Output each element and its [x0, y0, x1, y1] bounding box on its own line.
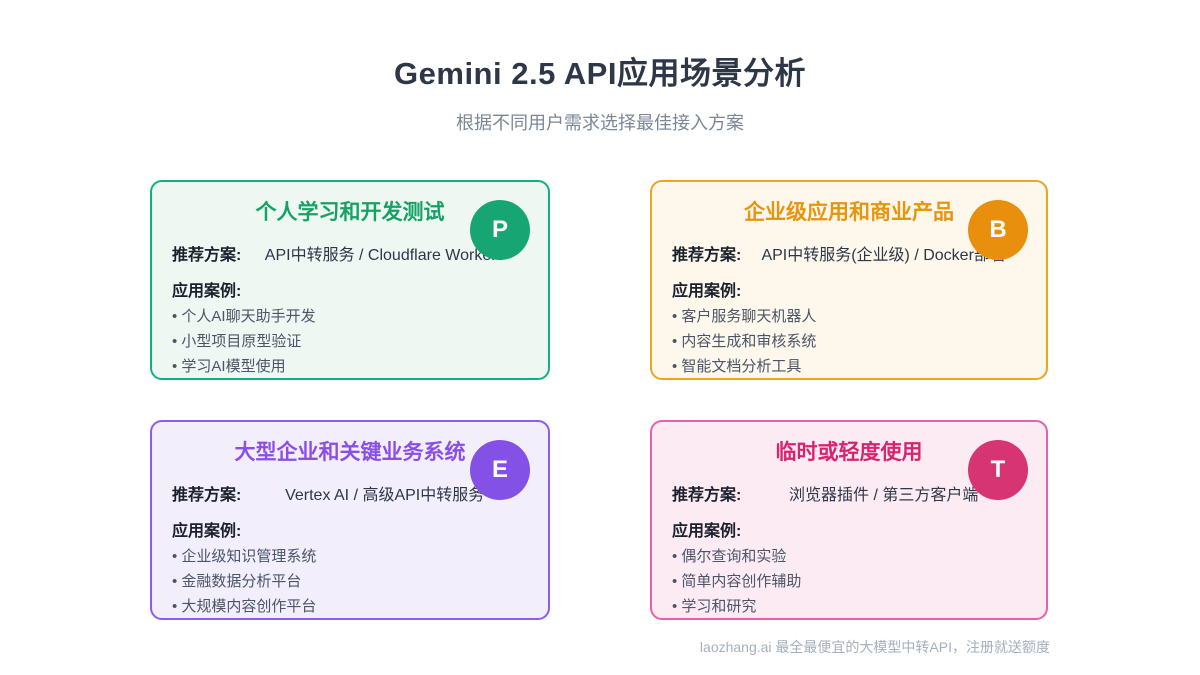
case-list: 客户服务聊天机器人 内容生成和审核系统 智能文档分析工具: [672, 306, 1026, 378]
case-item: 学习和研究: [672, 596, 1026, 618]
plan-label: 推荐方案:: [672, 247, 742, 264]
card-title: 个人学习和开发测试: [255, 201, 445, 224]
card-large-enterprise: 大型企业和关键业务系统 E 推荐方案: Vertex AI / 高级API中转服…: [150, 420, 550, 620]
page-header: Gemini 2.5 API应用场景分析 根据不同用户需求选择最佳接入方案: [0, 48, 1200, 135]
case-item: 小型项目原型验证: [172, 331, 528, 353]
plan-value: Vertex AI / 高级API中转服务: [285, 487, 485, 504]
plan-row: 推荐方案: Vertex AI / 高级API中转服务: [172, 485, 528, 507]
case-item: 企业级知识管理系统: [172, 546, 528, 568]
card-enterprise-product: 企业级应用和商业产品 B 推荐方案: API中转服务(企业级) / Docker…: [650, 180, 1048, 380]
case-item: 学习AI模型使用: [172, 356, 528, 378]
case-item: 智能文档分析工具: [672, 356, 1026, 378]
case-item: 偶尔查询和实验: [672, 546, 1026, 568]
page-subtitle: 根据不同用户需求选择最佳接入方案: [456, 113, 744, 133]
case-item: 内容生成和审核系统: [672, 331, 1026, 353]
cases-label: 应用案例:: [172, 523, 242, 540]
card-title: 临时或轻度使用: [775, 441, 923, 464]
cases-label: 应用案例:: [672, 523, 742, 540]
case-item: 金融数据分析平台: [172, 571, 528, 593]
badge-e: E: [470, 440, 530, 500]
plan-value: API中转服务 / Cloudflare Workers: [264, 247, 505, 264]
plan-row: 推荐方案: 浏览器插件 / 第三方客户端: [672, 485, 1026, 507]
case-item: 个人AI聊天助手开发: [172, 306, 528, 328]
scenario-grid: 个人学习和开发测试 P 推荐方案: API中转服务 / Cloudflare W…: [150, 180, 1048, 620]
plan-label: 推荐方案:: [672, 487, 742, 504]
plan-label: 推荐方案:: [172, 487, 242, 504]
card-casual-use: 临时或轻度使用 T 推荐方案: 浏览器插件 / 第三方客户端 应用案例: 偶尔查…: [650, 420, 1048, 620]
card-title: 企业级应用和商业产品: [744, 201, 954, 224]
case-item: 简单内容创作辅助: [672, 571, 1026, 593]
card-personal-learning: 个人学习和开发测试 P 推荐方案: API中转服务 / Cloudflare W…: [150, 180, 550, 380]
page-title: Gemini 2.5 API应用场景分析: [394, 56, 806, 91]
badge-b: B: [968, 200, 1028, 260]
case-list: 偶尔查询和实验 简单内容创作辅助 学习和研究: [672, 546, 1026, 618]
case-list: 企业级知识管理系统 金融数据分析平台 大规模内容创作平台: [172, 546, 528, 618]
case-item: 大规模内容创作平台: [172, 596, 528, 618]
cases-label: 应用案例:: [172, 283, 242, 300]
plan-row: 推荐方案: API中转服务(企业级) / Docker部署: [672, 245, 1026, 267]
case-item: 客户服务聊天机器人: [672, 306, 1026, 328]
plan-value: API中转服务(企业级) / Docker部署: [761, 247, 1006, 264]
footer-watermark: laozhang.ai 最全最便宜的大模型中转API，注册就送额度: [699, 639, 1050, 655]
cases-label: 应用案例:: [672, 283, 742, 300]
badge-p: P: [470, 200, 530, 260]
badge-t: T: [968, 440, 1028, 500]
card-title: 大型企业和关键业务系统: [234, 441, 466, 464]
plan-value: 浏览器插件 / 第三方客户端: [789, 487, 979, 504]
plan-row: 推荐方案: API中转服务 / Cloudflare Workers: [172, 245, 528, 267]
case-list: 个人AI聊天助手开发 小型项目原型验证 学习AI模型使用: [172, 306, 528, 378]
plan-label: 推荐方案:: [172, 247, 242, 264]
